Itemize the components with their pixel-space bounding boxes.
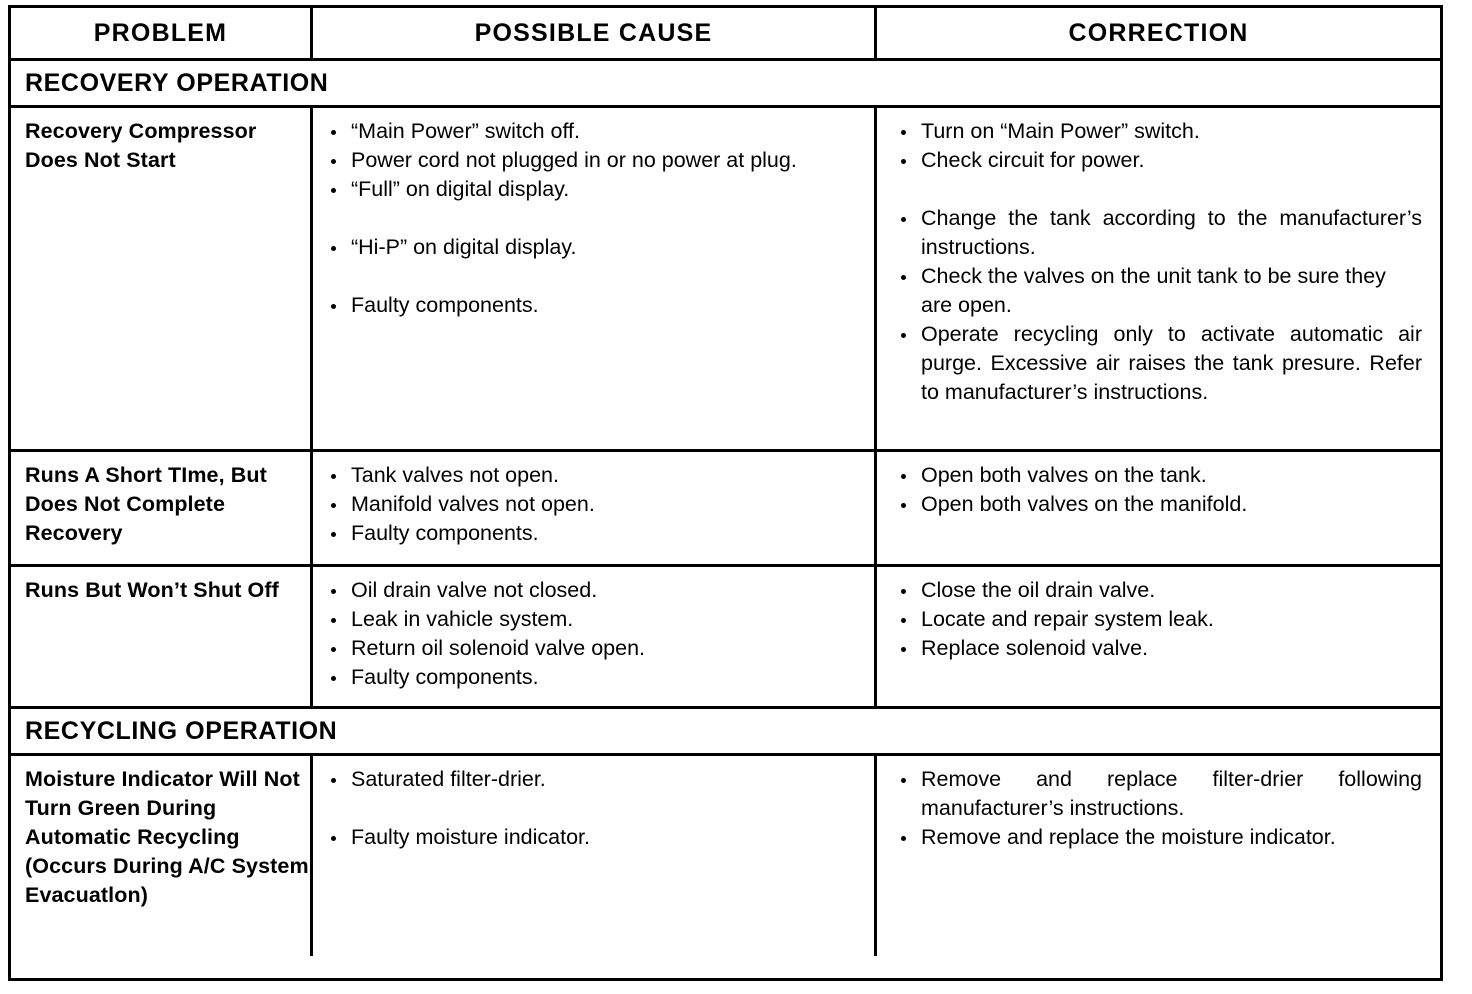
correction-cell: Turn on “Main Power” switch. Check circu…	[877, 108, 1440, 449]
list-item: Remove and replace the moisture indicato…	[897, 823, 1422, 852]
section-header-recycling-operation: RECYCLING OPERATION	[11, 709, 1440, 756]
list-item: Open both valves on the tank.	[897, 461, 1422, 490]
list-item: “Hi-P” on digital display.	[327, 233, 858, 262]
problem-label: Moisture Indicator Will Not Turn Green D…	[25, 767, 309, 907]
possible-cause-cell: Oil drain valve not closed. Leak in vahi…	[313, 567, 877, 706]
column-header-problem: PROBLEM	[11, 8, 313, 58]
list-item: “Main Power” switch off.	[327, 117, 858, 146]
list-item: Faulty components.	[327, 519, 858, 548]
table-row: Runs But Won’t Shut Off Oil drain valve …	[11, 567, 1440, 709]
list-item: Tank valves not open.	[327, 461, 858, 490]
table-row: Runs A Short TIme, But Does Not Complete…	[11, 452, 1440, 567]
cause-list: Tank valves not open. Manifold valves no…	[327, 461, 858, 548]
section-title: RECOVERY OPERATION	[25, 68, 329, 97]
problem-cell: Moisture Indicator Will Not Turn Green D…	[11, 756, 313, 956]
problem-label: Recovery Compressor Does Not Start	[25, 119, 257, 172]
correction-cell: Open both valves on the tank. Open both …	[877, 452, 1440, 564]
possible-cause-cell: “Main Power” switch off. Power cord not …	[313, 108, 877, 449]
list-item: Open both valves on the manifold.	[897, 490, 1422, 519]
correction-list: Close the oil drain valve. Locate and re…	[897, 576, 1422, 663]
column-header-correction: CORRECTION	[1068, 18, 1249, 47]
table-header-row: PROBLEM POSSIBLE CAUSE CORRECTION	[11, 8, 1440, 61]
section-header-recovery-operation: RECOVERY OPERATION	[11, 61, 1440, 108]
list-item: Remove and replace filter-drier followin…	[897, 765, 1422, 823]
list-item: Replace solenoid valve.	[897, 634, 1422, 663]
section-title: RECYCLING OPERATION	[25, 716, 338, 745]
list-item: Operate recycling only to activate autom…	[897, 320, 1422, 407]
problem-cell: Runs But Won’t Shut Off	[11, 567, 313, 706]
list-item: Locate and repair system leak.	[897, 605, 1422, 634]
list-item: Close the oil drain valve.	[897, 576, 1422, 605]
list-item: Check circuit for power.	[897, 146, 1422, 175]
list-item: Change the tank according to the manufac…	[897, 204, 1422, 262]
problem-label: Runs A Short TIme, But Does Not Complete…	[25, 463, 267, 545]
column-header-possible-cause: POSSIBLE CAUSE	[313, 8, 877, 58]
list-item: Check the valves on the unit tank to be …	[897, 262, 1422, 320]
list-item: Oil drain valve not closed.	[327, 576, 858, 605]
table-row: Moisture Indicator Will Not Turn Green D…	[11, 756, 1440, 956]
cause-list: “Main Power” switch off. Power cord not …	[327, 117, 858, 320]
list-item: Faulty components.	[327, 663, 858, 692]
correction-list: Remove and replace filter-drier followin…	[897, 765, 1422, 852]
troubleshooting-table: PROBLEM POSSIBLE CAUSE CORRECTION RECOVE…	[8, 5, 1443, 981]
list-item: Return oil solenoid valve open.	[327, 634, 858, 663]
correction-cell: Remove and replace filter-drier followin…	[877, 756, 1440, 956]
cause-list: Oil drain valve not closed. Leak in vahi…	[327, 576, 858, 692]
problem-cell: Recovery Compressor Does Not Start	[11, 108, 313, 449]
list-item: Leak in vahicle system.	[327, 605, 858, 634]
problem-label: Runs But Won’t Shut Off	[25, 578, 279, 602]
correction-list: Turn on “Main Power” switch. Check circu…	[897, 117, 1422, 407]
list-item: “Full” on digital display.	[327, 175, 858, 204]
possible-cause-cell: Tank valves not open. Manifold valves no…	[313, 452, 877, 564]
list-item: Manifold valves not open.	[327, 490, 858, 519]
list-item: Faulty moisture indicator.	[327, 823, 858, 852]
table-row: Recovery Compressor Does Not Start “Main…	[11, 108, 1440, 452]
correction-cell: Close the oil drain valve. Locate and re…	[877, 567, 1440, 706]
cause-list: Saturated filter-drier. Faulty moisture …	[327, 765, 858, 852]
list-item: Power cord not plugged in or no power at…	[327, 146, 858, 175]
list-item: Faulty components.	[327, 291, 858, 320]
possible-cause-cell: Saturated filter-drier. Faulty moisture …	[313, 756, 877, 956]
list-item: Saturated filter-drier.	[327, 765, 858, 794]
correction-list: Open both valves on the tank. Open both …	[897, 461, 1422, 519]
problem-cell: Runs A Short TIme, But Does Not Complete…	[11, 452, 313, 564]
list-item: Turn on “Main Power” switch.	[897, 117, 1422, 146]
